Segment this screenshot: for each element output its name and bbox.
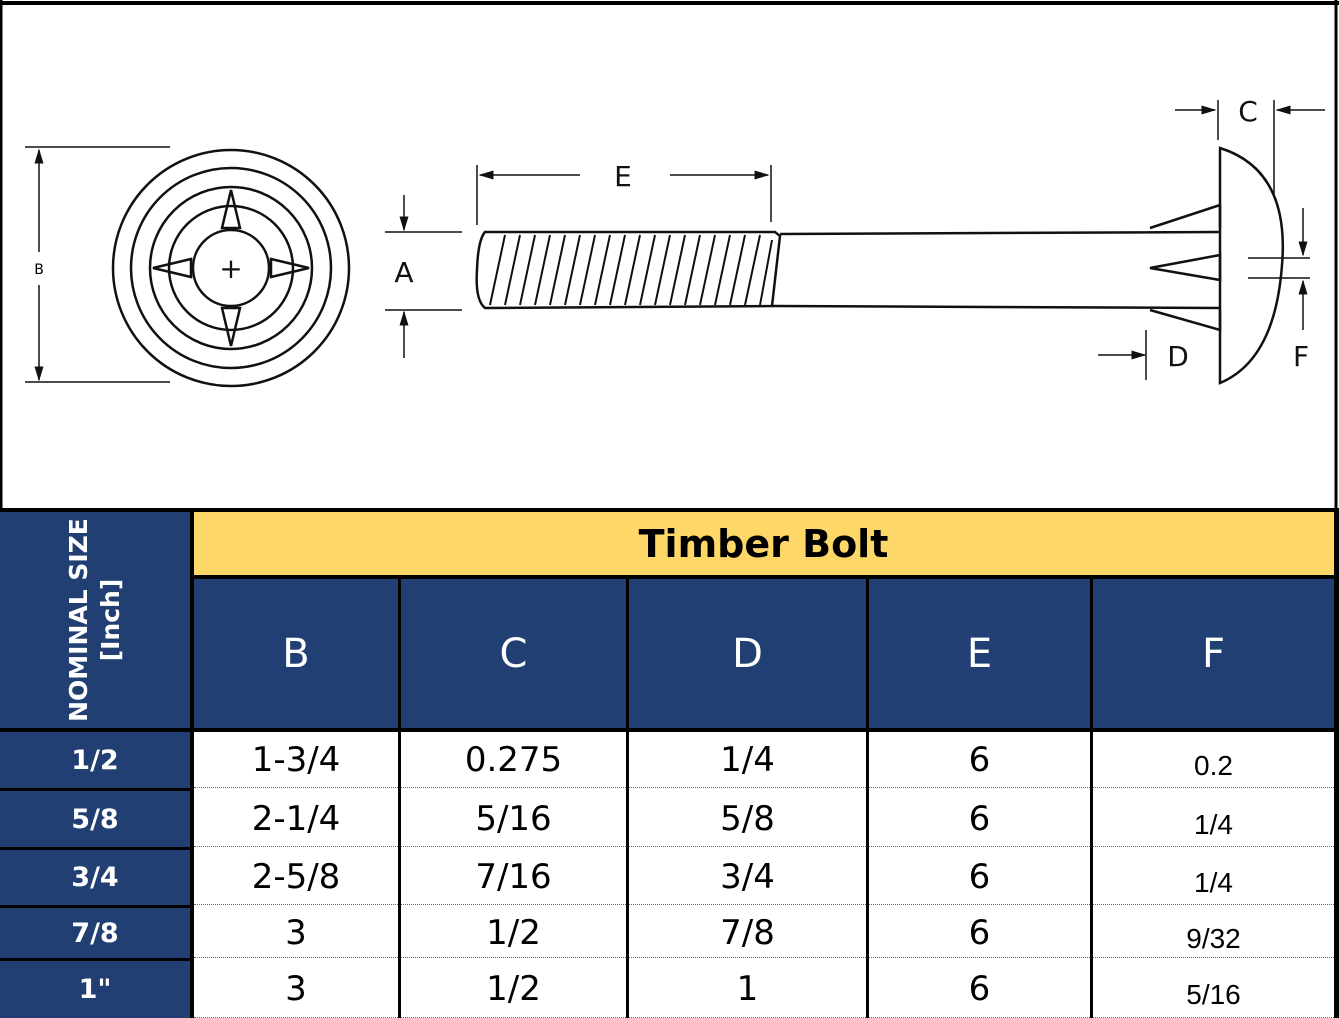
table-cell-b: 3 [194,961,398,1018]
table-cell-d: 5/8 [629,791,866,847]
nominal-size-unit: [Inch] [96,578,125,662]
column-header-c: C [401,579,626,728]
table-cell-b: 2-1/4 [194,791,398,847]
table-cell-d: 1 [629,961,866,1018]
bolt-side-view [475,146,1285,385]
row-header-size: 1" [0,961,190,1018]
table-cell-e: 6 [869,908,1090,958]
column-divider [866,575,869,1018]
table-cell-e: 6 [869,732,1090,788]
row-divider [0,788,194,791]
center-plus: + [219,252,242,285]
nominal-size-label: NOMINAL SIZE [64,518,93,722]
column-header-e: E [869,579,1090,728]
table-cell-e: 6 [869,791,1090,847]
column-header-b: B [194,579,398,728]
table-cell-b: 2-5/8 [194,850,398,905]
column-divider [398,575,401,1018]
row-header-size: 1/2 [0,732,190,788]
table-cell-d: 1/4 [629,732,866,788]
table-cell-f: 1/4 [1093,791,1334,847]
head-top-view [111,148,351,388]
table-cell-c: 1/2 [401,961,626,1018]
dimension-label-e: E [614,160,632,193]
table-cell-e: 6 [869,961,1090,1018]
column-divider [1090,575,1093,1018]
column-divider [626,575,629,1018]
table-cell-c: 0.275 [401,732,626,788]
timber-bolt-drawing: + B E A C D F [0,0,1339,510]
nominal-size-header: NOMINAL SIZE[Inch] [0,512,190,728]
table-cell-f: 9/32 [1093,908,1334,958]
table-cell-c: 7/16 [401,850,626,905]
table-cell-f: 5/16 [1093,961,1334,1018]
table-cell-d: 3/4 [629,850,866,905]
table-cell-b: 1-3/4 [194,732,398,788]
column-header-d: D [629,579,866,728]
table-cell-f: 1/4 [1093,850,1334,905]
column-header-f: F [1093,579,1334,728]
row-divider [0,847,194,850]
dimension-label-d: D [1167,340,1189,373]
row-header-size: 3/4 [0,850,190,905]
row-divider [0,958,194,961]
table-cell-c: 5/16 [401,791,626,847]
dimension-label-b: B [34,262,44,278]
table-cell-c: 1/2 [401,908,626,958]
table-cell-d: 7/8 [629,908,866,958]
dimension-label-a: A [394,256,413,289]
table-cell-b: 3 [194,908,398,958]
table-title: Timber Bolt [193,512,1334,575]
dimension-label-f: F [1293,340,1309,373]
table-cell-e: 6 [869,850,1090,905]
row-header-size: 5/8 [0,791,190,847]
table-cell-f: 0.2 [1093,732,1334,788]
row-divider [0,905,194,908]
dimension-label-c: C [1238,95,1258,128]
row-header-size: 7/8 [0,908,190,958]
